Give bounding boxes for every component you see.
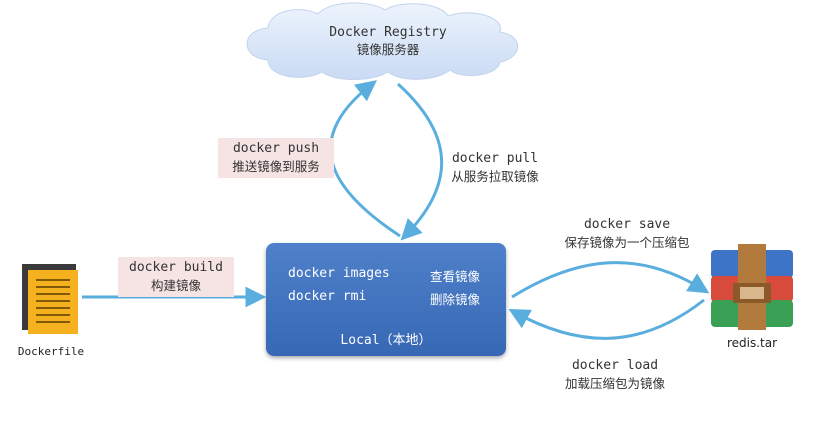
pull-description: 从服务拉取镜像 (451, 169, 539, 184)
images-command: docker images (288, 266, 390, 281)
dockerfile-icon (22, 264, 78, 334)
rmi-command: docker rmi (288, 289, 367, 304)
registry-title: Docker Registry (329, 25, 447, 40)
save-arrow (511, 261, 710, 299)
local-label: Local（本地） (340, 333, 432, 348)
build-command: docker build (129, 260, 223, 275)
archive-label: redis.tar (726, 336, 778, 350)
save-command: docker save (583, 217, 671, 232)
local-box: docker images 查看镜像 docker rmi 删除镜像 Local… (266, 243, 506, 356)
images-description: 查看镜像 (430, 269, 481, 284)
push-description: 推送镜像到服务 (232, 159, 320, 174)
load-label: docker load 加载压缩包为镜像 (540, 357, 690, 393)
load-command: docker load (571, 358, 659, 373)
push-arrow (329, 80, 401, 238)
pull-label: docker pull 从服务拉取镜像 (440, 150, 550, 186)
registry-cloud (246, 2, 519, 80)
load-arrow (508, 298, 705, 340)
push-label: docker push 推送镜像到服务 (218, 138, 334, 178)
build-label: docker build 构建镜像 (118, 257, 234, 297)
pull-command: docker pull (451, 151, 539, 166)
save-description: 保存镜像为一个压缩包 (564, 235, 690, 250)
rmi-description: 删除镜像 (430, 292, 481, 307)
archive-icon (711, 244, 793, 330)
push-command: docker push (232, 141, 320, 156)
registry-subtitle: 镜像服务器 (356, 42, 420, 57)
pull-arrow (396, 82, 444, 241)
build-description: 构建镜像 (150, 278, 201, 293)
load-description: 加载压缩包为镜像 (564, 376, 665, 391)
dockerfile-label: Dockerfile (17, 345, 85, 358)
save-label: docker save 保存镜像为一个压缩包 (552, 216, 702, 252)
